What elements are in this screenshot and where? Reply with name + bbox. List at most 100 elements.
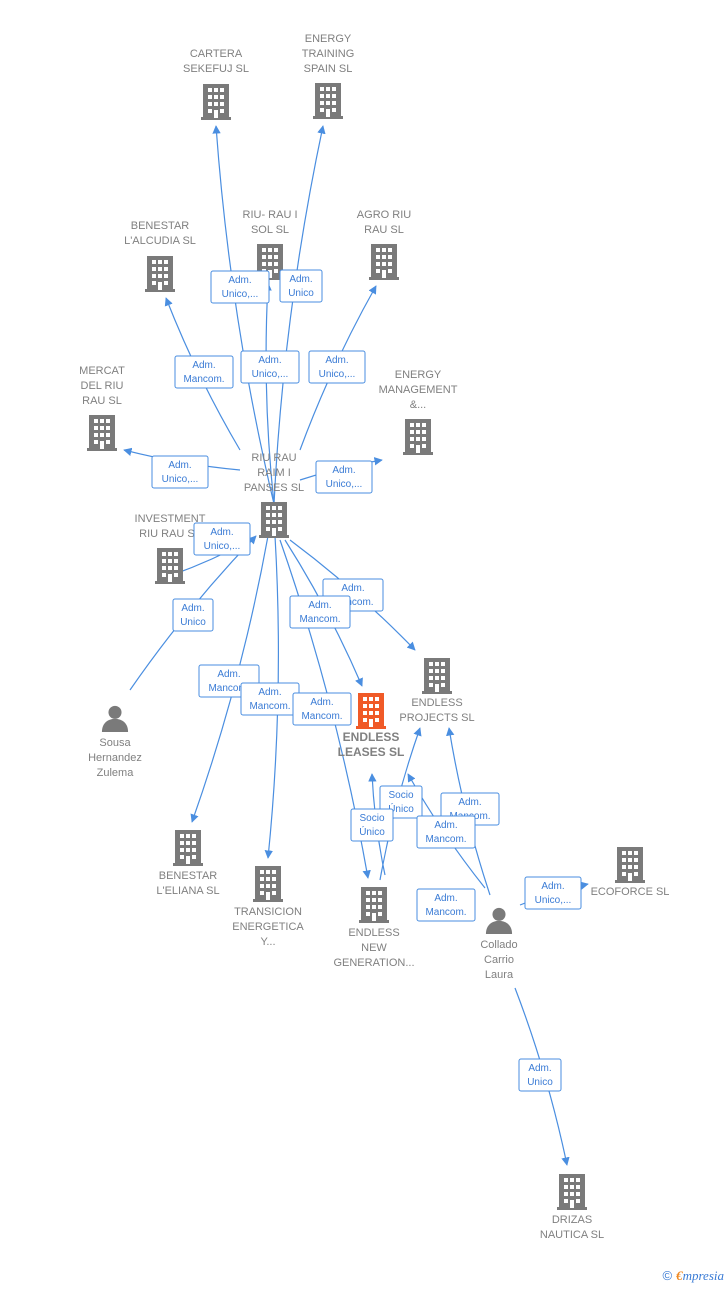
building-icon (359, 887, 389, 923)
role-box (524, 876, 582, 910)
node-ecoforce[interactable]: ECOFORCE SL (591, 847, 670, 898)
role-box (416, 815, 476, 849)
role-label[interactable]: Adm.Unico,... (315, 460, 373, 494)
role-box (289, 595, 351, 629)
building-icon (615, 847, 645, 883)
role-box (210, 270, 270, 304)
role-label[interactable]: Adm.Mancom. (240, 682, 300, 716)
role-label[interactable]: Adm.Mancom. (416, 888, 476, 922)
edge-arrow (212, 125, 275, 505)
role-label[interactable]: Adm.Unico,... (524, 876, 582, 910)
role-text: Adm.Mancom. (249, 687, 290, 712)
role-text: Adm.Mancom. (301, 697, 342, 722)
role-box (193, 522, 251, 556)
role-text: Adm.Unico (527, 1063, 553, 1088)
role-box (172, 598, 214, 632)
role-text: Adm.Unico,... (162, 460, 199, 485)
role-text: Adm.Unico,... (326, 465, 363, 490)
building-icon (173, 830, 203, 866)
role-text: Adm.Unico (180, 603, 206, 628)
brand-initial: € (676, 1268, 683, 1283)
building-icon (145, 256, 175, 292)
role-label[interactable]: Adm.Unico (172, 598, 214, 632)
building-icon (201, 84, 231, 120)
role-label[interactable]: Adm.Unico,... (193, 522, 251, 556)
role-box (315, 460, 373, 494)
role-text: Adm.Unico,... (252, 355, 289, 380)
role-label[interactable]: Adm.Mancom. (174, 355, 234, 389)
role-box (416, 888, 476, 922)
role-label[interactable]: Adm.Unico,... (210, 270, 270, 304)
role-label[interactable]: Adm.Unico,... (308, 350, 366, 384)
building-icon (155, 548, 185, 584)
node-label: ECOFORCE SL (591, 886, 670, 898)
role-label[interactable]: Adm.Unico,... (240, 350, 300, 384)
edges-layer (123, 125, 589, 1166)
role-label[interactable]: Adm.Mancom. (292, 692, 352, 726)
role-text: Adm.Mancom. (299, 600, 340, 625)
role-label[interactable]: Adm.Unico (518, 1058, 562, 1092)
roles-layer: Adm.Unico,...Adm.UnicoAdm.Mancom.Adm.Uni… (151, 269, 582, 1092)
role-box (279, 269, 323, 303)
building-icon (356, 693, 386, 729)
role-box (292, 692, 352, 726)
role-text: Adm.Unico (288, 274, 314, 299)
role-label[interactable]: Adm.Unico,... (151, 455, 209, 489)
role-box (174, 355, 234, 389)
role-box (308, 350, 366, 384)
building-icon (369, 244, 399, 280)
copyright-symbol: © (662, 1268, 673, 1283)
building-icon (253, 866, 283, 902)
empresia-logo: ©€mpresia (663, 1268, 725, 1284)
role-text: Adm.Unico,... (535, 881, 572, 906)
person-icon (101, 705, 129, 732)
person-icon (485, 907, 513, 934)
role-text: Adm.Mancom. (332, 583, 373, 608)
building-icon (557, 1174, 587, 1210)
edge-arrow (263, 282, 275, 505)
building-icon (87, 415, 117, 451)
role-label[interactable]: Adm.Mancom. (289, 595, 351, 629)
role-text: Adm.Mancom. (183, 360, 224, 385)
role-label[interactable]: Adm.Mancom. (416, 815, 476, 849)
role-box (240, 350, 300, 384)
role-box (350, 808, 394, 842)
role-text: Adm.Mancom. (425, 893, 466, 918)
role-label[interactable]: Adm.Unico (279, 269, 323, 303)
role-box (518, 1058, 562, 1092)
